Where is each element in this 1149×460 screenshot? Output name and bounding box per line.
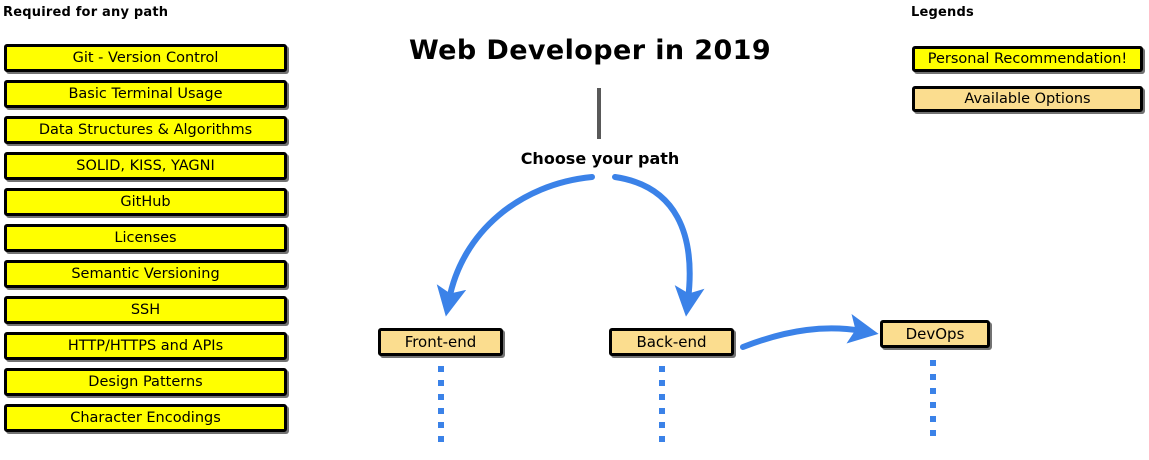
required-item-git[interactable]: Git - Version Control xyxy=(4,44,287,72)
trail-dot xyxy=(438,436,444,442)
required-section-heading: Required for any path xyxy=(3,5,169,20)
trail-dot xyxy=(438,422,444,428)
required-item-github[interactable]: GitHub xyxy=(4,188,287,216)
trail-dot xyxy=(659,422,665,428)
trail-dot xyxy=(659,366,665,372)
required-item-data-structures[interactable]: Data Structures & Algorithms xyxy=(4,116,287,144)
trail-dot xyxy=(659,380,665,386)
path-box-devops[interactable]: DevOps xyxy=(880,320,990,348)
required-item-terminal[interactable]: Basic Terminal Usage xyxy=(4,80,287,108)
trail-dot xyxy=(930,388,936,394)
required-item-character-encodings[interactable]: Character Encodings xyxy=(4,404,287,432)
legend-available-options: Available Options xyxy=(912,86,1143,112)
trail-dot xyxy=(930,374,936,380)
trail-dot xyxy=(930,360,936,366)
required-item-licenses[interactable]: Licenses xyxy=(4,224,287,252)
required-item-design-patterns[interactable]: Design Patterns xyxy=(4,368,287,396)
trail-dot xyxy=(930,416,936,422)
required-item-http-https-apis[interactable]: HTTP/HTTPS and APIs xyxy=(4,332,287,360)
trail-dot xyxy=(930,402,936,408)
trail-dot xyxy=(438,366,444,372)
path-box-frontend[interactable]: Front-end xyxy=(378,328,503,356)
required-topics-list: Git - Version Control Basic Terminal Usa… xyxy=(0,0,300,460)
legends-heading: Legends xyxy=(911,5,974,20)
dotted-trail-frontend xyxy=(438,366,444,450)
choose-path-label: Choose your path xyxy=(520,149,680,168)
trail-dot xyxy=(659,436,665,442)
title-stem-connector xyxy=(597,88,601,139)
arrow-to-backend xyxy=(612,174,705,317)
trail-dot xyxy=(659,408,665,414)
required-item-solid-kiss-yagni[interactable]: SOLID, KISS, YAGNI xyxy=(4,152,287,180)
trail-dot xyxy=(659,394,665,400)
trail-dot xyxy=(438,394,444,400)
path-box-backend[interactable]: Back-end xyxy=(609,328,734,356)
required-item-semantic-versioning[interactable]: Semantic Versioning xyxy=(4,260,287,288)
dotted-trail-devops xyxy=(930,360,936,444)
trail-dot xyxy=(930,430,936,436)
legend-personal-recommendation: Personal Recommendation! xyxy=(912,46,1143,72)
arrow-backend-to-devops xyxy=(740,313,879,350)
required-item-ssh[interactable]: SSH xyxy=(4,296,287,324)
trail-dot xyxy=(438,380,444,386)
trail-dot xyxy=(438,408,444,414)
dotted-trail-backend xyxy=(659,366,665,450)
arrow-to-frontend xyxy=(436,174,595,317)
page-title: Web Developer in 2019 xyxy=(408,35,772,66)
